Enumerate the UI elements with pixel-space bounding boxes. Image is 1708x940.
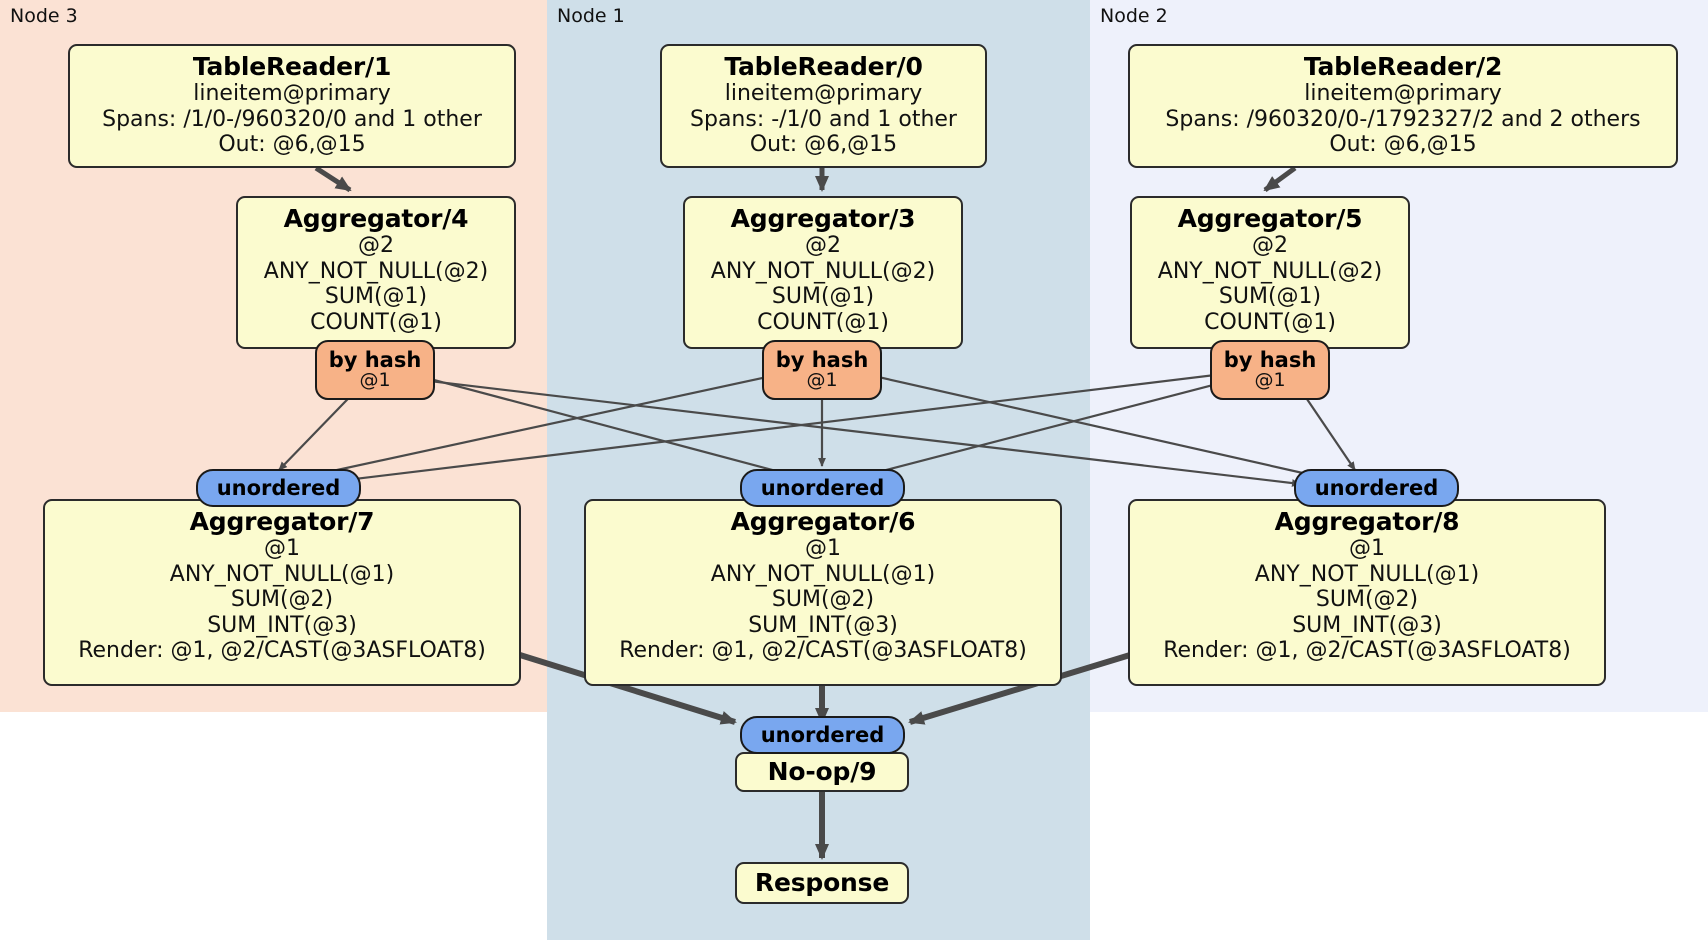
processor-table-reader-1[interactable]: TableReader/1 lineitem@primary Spans: /1… bbox=[68, 44, 516, 168]
processor-line: SUM(@1) bbox=[324, 284, 428, 310]
processor-line: ANY_NOT_NULL(@2) bbox=[263, 258, 489, 284]
badge-subtitle: @1 bbox=[806, 369, 838, 392]
input-sync-badge-unordered-right[interactable]: unordered bbox=[1294, 469, 1459, 507]
processor-line: SUM(@2) bbox=[1315, 587, 1419, 613]
badge-title: by hash bbox=[775, 348, 869, 372]
processor-line: SUM(@2) bbox=[230, 587, 334, 613]
processor-line: Render: @1, @2/CAST(@3ASFLOAT8) bbox=[1163, 638, 1571, 664]
processor-line: Spans: /960320/0-/1792327/2 and 2 others bbox=[1165, 106, 1641, 132]
processor-line: ANY_NOT_NULL(@2) bbox=[710, 258, 936, 284]
processor-aggregator-8[interactable]: Aggregator/8 @1 ANY_NOT_NULL(@1) SUM(@2)… bbox=[1128, 499, 1606, 686]
badge-title: unordered bbox=[760, 722, 885, 747]
processor-line: Out: @6,@15 bbox=[749, 132, 898, 158]
processor-aggregator-3[interactable]: Aggregator/3 @2 ANY_NOT_NULL(@2) SUM(@1)… bbox=[683, 196, 963, 349]
processor-title: Aggregator/6 bbox=[730, 507, 916, 536]
processor-line: SUM_INT(@3) bbox=[207, 612, 357, 638]
processor-title: TableReader/0 bbox=[724, 52, 923, 81]
processor-response[interactable]: Response bbox=[735, 862, 909, 904]
processor-line: @2 bbox=[358, 233, 394, 258]
processor-line: lineitem@primary bbox=[1304, 81, 1502, 106]
processor-line: Out: @6,@15 bbox=[218, 132, 366, 158]
input-sync-badge-unordered-final[interactable]: unordered bbox=[740, 716, 905, 754]
processor-aggregator-7[interactable]: Aggregator/7 @1 ANY_NOT_NULL(@1) SUM(@2)… bbox=[43, 499, 521, 686]
processor-title: Aggregator/7 bbox=[189, 507, 375, 536]
processor-line: @2 bbox=[805, 233, 841, 258]
processor-aggregator-6[interactable]: Aggregator/6 @1 ANY_NOT_NULL(@1) SUM(@2)… bbox=[584, 499, 1062, 686]
processor-line: ANY_NOT_NULL(@1) bbox=[710, 561, 936, 587]
processor-line: @2 bbox=[1252, 233, 1288, 258]
input-sync-badge-unordered-left[interactable]: unordered bbox=[196, 469, 361, 507]
processor-line: @1 bbox=[264, 536, 300, 561]
badge-title: by hash bbox=[1223, 348, 1317, 372]
output-router-badge-by-hash-right[interactable]: by hash @1 bbox=[1210, 340, 1330, 400]
processor-aggregator-5[interactable]: Aggregator/5 @2 ANY_NOT_NULL(@2) SUM(@1)… bbox=[1130, 196, 1410, 349]
badge-title: by hash bbox=[328, 348, 422, 372]
processor-line: SUM(@2) bbox=[771, 587, 875, 613]
input-sync-badge-unordered-center[interactable]: unordered bbox=[740, 469, 905, 507]
processor-line: lineitem@primary bbox=[193, 81, 391, 106]
processor-line: ANY_NOT_NULL(@1) bbox=[169, 561, 395, 587]
node-region-label-node3: Node 3 bbox=[10, 5, 78, 27]
processor-line: Spans: -/1/0 and 1 other bbox=[690, 106, 957, 132]
processor-aggregator-4[interactable]: Aggregator/4 @2 ANY_NOT_NULL(@2) SUM(@1)… bbox=[236, 196, 516, 349]
processor-line: SUM_INT(@3) bbox=[748, 612, 898, 638]
processor-title: No-op/9 bbox=[767, 757, 877, 786]
badge-title: unordered bbox=[216, 475, 341, 500]
processor-no-op-9[interactable]: No-op/9 bbox=[735, 752, 909, 792]
processor-title: Aggregator/8 bbox=[1274, 507, 1460, 536]
processor-line: Out: @6,@15 bbox=[1329, 132, 1477, 158]
processor-line: COUNT(@1) bbox=[310, 309, 442, 335]
processor-title: TableReader/2 bbox=[1303, 52, 1503, 81]
processor-line: COUNT(@1) bbox=[757, 309, 889, 335]
badge-subtitle: @1 bbox=[359, 369, 391, 392]
processor-line: SUM_INT(@3) bbox=[1292, 612, 1442, 638]
processor-line: Spans: /1/0-/960320/0 and 1 other bbox=[102, 106, 482, 132]
processor-title: Aggregator/4 bbox=[283, 204, 469, 233]
processor-line: @1 bbox=[1349, 536, 1385, 561]
processor-line: COUNT(@1) bbox=[1204, 309, 1336, 335]
output-router-badge-by-hash-center[interactable]: by hash @1 bbox=[762, 340, 882, 400]
node-region-label-node1: Node 1 bbox=[557, 5, 625, 27]
processor-table-reader-2[interactable]: TableReader/2 lineitem@primary Spans: /9… bbox=[1128, 44, 1678, 168]
output-router-badge-by-hash-left[interactable]: by hash @1 bbox=[315, 340, 435, 400]
processor-title: TableReader/1 bbox=[192, 52, 392, 81]
processor-line: Render: @1, @2/CAST(@3ASFLOAT8) bbox=[78, 638, 486, 664]
processor-line: Render: @1, @2/CAST(@3ASFLOAT8) bbox=[619, 638, 1027, 664]
processor-line: SUM(@1) bbox=[1218, 284, 1322, 310]
processor-table-reader-0[interactable]: TableReader/0 lineitem@primary Spans: -/… bbox=[660, 44, 987, 168]
badge-title: unordered bbox=[1314, 475, 1439, 500]
node-region-label-node2: Node 2 bbox=[1100, 5, 1168, 27]
processor-line: ANY_NOT_NULL(@2) bbox=[1157, 258, 1383, 284]
processor-line: lineitem@primary bbox=[724, 81, 923, 106]
processor-title: Response bbox=[754, 868, 890, 897]
processor-line: SUM(@1) bbox=[771, 284, 875, 310]
badge-subtitle: @1 bbox=[1254, 369, 1286, 392]
processor-title: Aggregator/5 bbox=[1177, 204, 1363, 233]
processor-line: ANY_NOT_NULL(@1) bbox=[1254, 561, 1480, 587]
processor-line: @1 bbox=[805, 536, 841, 561]
badge-title: unordered bbox=[760, 475, 885, 500]
processor-title: Aggregator/3 bbox=[730, 204, 916, 233]
